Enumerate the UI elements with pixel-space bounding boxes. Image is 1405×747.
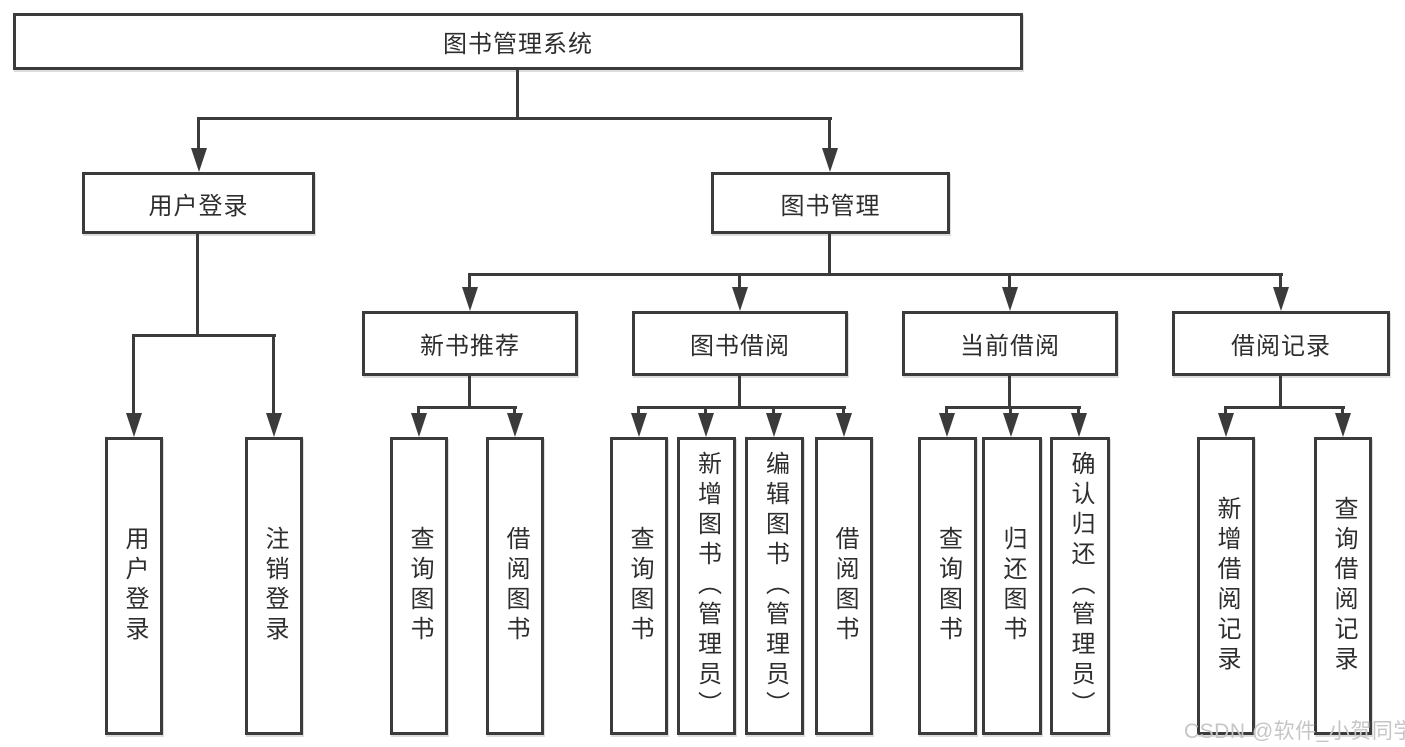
connector-login-stem <box>196 234 199 337</box>
leaf-label: 新增借阅记录 <box>1213 496 1240 676</box>
leaf-label: 注销登录 <box>261 526 288 646</box>
connector-group-branch <box>945 406 1081 409</box>
arrow-down-icon <box>836 413 852 437</box>
leaf-label: 查询借阅记录 <box>1330 496 1357 676</box>
connector-mgmt-stem <box>828 234 831 276</box>
arrow-down-icon <box>766 413 782 437</box>
connector-login-branch <box>132 334 276 337</box>
leaf-label: 用户登录 <box>121 526 148 646</box>
leaf-query-borrow-record: 查询借阅记录 <box>1314 437 1372 735</box>
connector-drop-leaf <box>1224 406 1227 416</box>
connector-drop-group <box>1279 273 1282 289</box>
arrow-down-icon <box>462 287 478 311</box>
connector-group-stem <box>1008 376 1011 409</box>
connector-drop-leaf <box>637 406 640 416</box>
csdn-watermark: CSDN @软件_小贺同学 <box>1184 720 1405 743</box>
arrow-down-icon <box>1002 287 1018 311</box>
node-borrow-records: 借阅记录 <box>1172 311 1390 376</box>
arrow-down-icon <box>411 413 427 437</box>
connector-drop-group <box>468 273 471 289</box>
leaf-user-login: 用户登录 <box>105 437 163 735</box>
node-library-system: 图书管理系统 <box>13 13 1023 70</box>
node-user-login: 用户登录 <box>82 172 315 234</box>
leaf-label: 新增图书（管理员） <box>693 451 721 721</box>
connector-drop-leaf <box>272 334 275 415</box>
node-current-borrow: 当前借阅 <box>902 311 1118 376</box>
leaf-borrow-books-recommend: 借阅图书 <box>486 437 544 735</box>
arrow-down-icon <box>1335 413 1351 437</box>
leaf-label: 借阅图书 <box>502 526 529 646</box>
connector-mgmt-branch <box>468 273 1283 276</box>
leaf-label: 查询图书 <box>934 526 962 646</box>
arrow-down-icon <box>1071 413 1087 437</box>
connector-drop-group <box>738 273 741 289</box>
arrow-down-icon <box>939 413 955 437</box>
node-new-book-recommend: 新书推荐 <box>362 311 578 376</box>
leaf-confirm-return-admin: 确认归还（管理员） <box>1050 437 1110 735</box>
leaf-query-books-recommend: 查询图书 <box>390 437 448 735</box>
leaf-query-books-borrow: 查询图书 <box>610 437 668 735</box>
connector-drop-user-login <box>197 117 200 150</box>
connector-drop-book-management <box>828 117 831 150</box>
arrow-down-icon <box>507 413 523 437</box>
leaf-label: 编辑图书（管理员） <box>761 451 789 721</box>
arrow-down-icon <box>126 413 142 437</box>
leaf-logout: 注销登录 <box>245 437 303 735</box>
leaf-label: 借阅图书 <box>831 526 858 646</box>
arrow-down-icon <box>1003 413 1019 437</box>
leaf-label: 确认归还（管理员） <box>1067 451 1094 721</box>
connector-drop-leaf <box>842 406 845 416</box>
connector-group-stem <box>1279 376 1282 409</box>
arrow-down-icon <box>191 148 207 172</box>
connector-drop-leaf <box>132 334 135 415</box>
connector-group-branch <box>417 406 517 409</box>
leaf-edit-book-admin: 编辑图书（管理员） <box>745 437 804 735</box>
arrow-down-icon <box>266 413 282 437</box>
arrow-down-icon <box>698 413 714 437</box>
connector-drop-leaf <box>513 406 516 416</box>
connector-group-stem <box>738 376 741 409</box>
node-book-borrow: 图书借阅 <box>632 311 848 376</box>
leaf-add-borrow-record: 新增借阅记录 <box>1197 437 1255 735</box>
connector-drop-leaf <box>1077 406 1080 416</box>
leaf-add-book-admin: 新增图书（管理员） <box>677 437 736 735</box>
leaf-return-books: 归还图书 <box>982 437 1042 735</box>
arrow-down-icon <box>732 287 748 311</box>
connector-drop-leaf <box>1341 406 1344 416</box>
leaf-borrow-books: 借阅图书 <box>815 437 873 735</box>
connector-group-branch <box>637 406 846 409</box>
leaf-query-books-current: 查询图书 <box>918 437 977 735</box>
connector-group-stem <box>468 376 471 409</box>
connector-drop-leaf <box>704 406 707 416</box>
connector-drop-leaf <box>772 406 775 416</box>
connector-root-branch <box>197 117 832 120</box>
arrow-down-icon <box>1218 413 1234 437</box>
leaf-label: 查询图书 <box>406 526 433 646</box>
arrow-down-icon <box>631 413 647 437</box>
leaf-label: 查询图书 <box>626 526 653 646</box>
connector-drop-leaf <box>1009 406 1012 416</box>
connector-drop-group <box>1008 273 1011 289</box>
connector-root-stem <box>516 70 519 118</box>
connector-drop-leaf <box>417 406 420 416</box>
connector-group-branch <box>1224 406 1345 409</box>
arrow-down-icon <box>1273 287 1289 311</box>
leaf-label: 归还图书 <box>999 526 1026 646</box>
connector-drop-leaf <box>945 406 948 416</box>
node-book-management: 图书管理 <box>711 172 950 234</box>
arrow-down-icon <box>822 148 838 172</box>
